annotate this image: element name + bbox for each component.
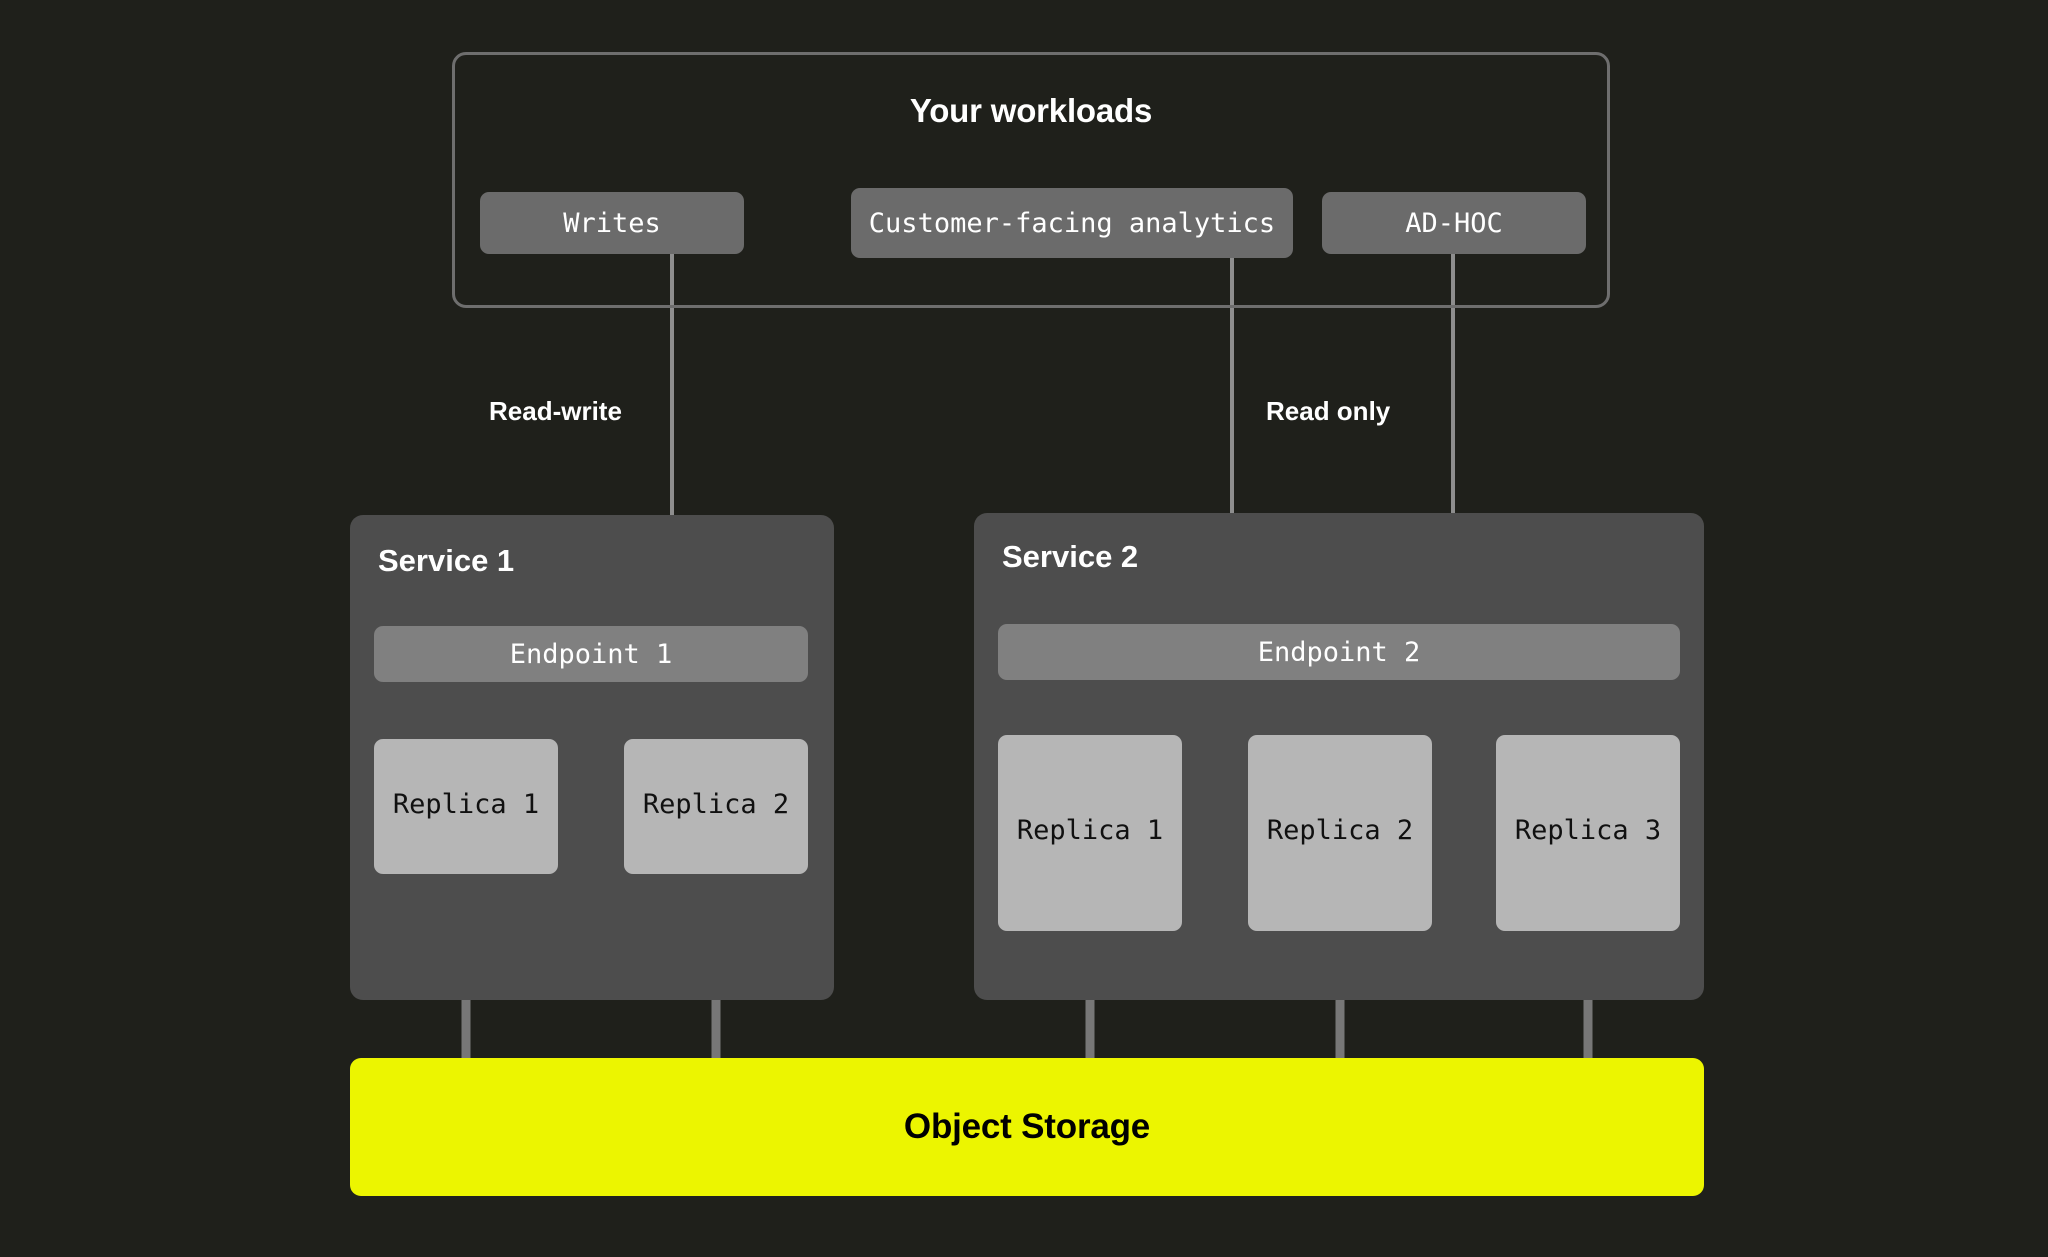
service-1-replica-2[interactable]: Replica 2 <box>624 739 808 874</box>
endpoint-1-label: Endpoint 1 <box>509 638 673 670</box>
endpoint-1[interactable]: Endpoint 1 <box>374 626 808 682</box>
service-2-replica-1-label: Replica 1 <box>1016 815 1164 846</box>
workload-button-analytics[interactable]: Customer-facing analytics <box>851 188 1293 258</box>
service-2-replica-1[interactable]: Replica 1 <box>998 735 1182 931</box>
service-2-replica-3-label: Replica 3 <box>1514 815 1662 846</box>
service-panel-1: Service 1 Endpoint 1 Replica 1 Replica 2 <box>350 515 834 1000</box>
service-2-replica-2[interactable]: Replica 2 <box>1248 735 1432 931</box>
workload-button-adhoc-label: AD-HOC <box>1405 207 1503 239</box>
service-2-replica-2-label: Replica 2 <box>1266 815 1414 846</box>
service-panel-2: Service 2 Endpoint 2 Replica 1 Replica 2… <box>974 513 1704 1000</box>
edge-label-read-write: Read-write <box>489 396 622 426</box>
service-2-replica-3[interactable]: Replica 3 <box>1496 735 1680 931</box>
workload-button-analytics-label: Customer-facing analytics <box>868 207 1276 239</box>
service-1-replica-1-label: Replica 1 <box>392 789 540 820</box>
edge-label-read-only: Read only <box>1266 396 1391 426</box>
workloads-container: Your workloads <box>452 52 1610 308</box>
workload-button-writes-label: Writes <box>563 207 661 239</box>
workload-button-adhoc[interactable]: AD-HOC <box>1322 192 1586 254</box>
workloads-title: Your workloads <box>909 92 1153 129</box>
object-storage-bar[interactable]: Object Storage <box>350 1058 1704 1196</box>
service-1-title: Service 1 <box>378 543 515 578</box>
service-2-title: Service 2 <box>1002 539 1139 574</box>
object-storage-label: Object Storage <box>903 1107 1151 1146</box>
endpoint-2[interactable]: Endpoint 2 <box>998 624 1680 680</box>
service-1-replica-1[interactable]: Replica 1 <box>374 739 558 874</box>
workload-button-writes[interactable]: Writes <box>480 192 744 254</box>
endpoint-2-label: Endpoint 2 <box>1257 636 1421 668</box>
service-1-replica-2-label: Replica 2 <box>642 789 790 820</box>
